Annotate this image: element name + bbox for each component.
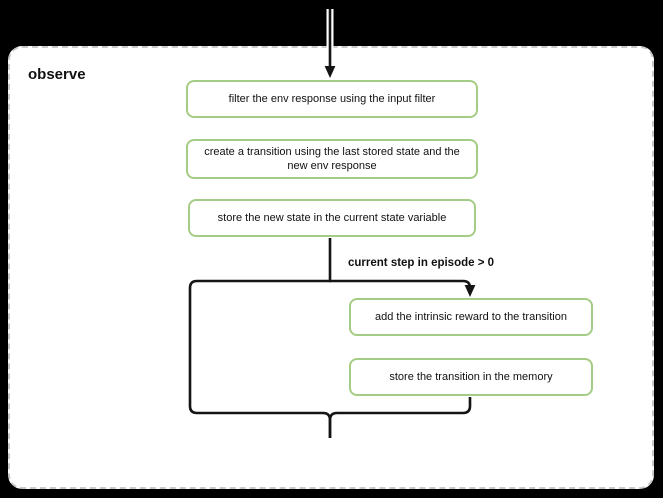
flow-node-filter-env-response: filter the env response using the input … — [186, 80, 478, 118]
flow-node-add-intrinsic-reward: add the intrinsic reward to the transiti… — [349, 298, 593, 336]
flow-node-label: store the transition in the memory — [389, 370, 553, 383]
branch-condition-label: current step in episode > 0 — [348, 257, 495, 269]
flow-node-label: store the new state in the current state… — [217, 211, 447, 224]
flow-node-label: add the intrinsic reward to the transiti… — [375, 310, 567, 323]
flow-node-label: create a transition using the last store… — [204, 145, 460, 172]
flow-node-create-transition: create a transition using the last store… — [186, 139, 478, 179]
flow-node-store-transition: store the transition in the memory — [349, 358, 593, 396]
diagram-title: observe — [28, 66, 86, 83]
flow-node-store-new-state: store the new state in the current state… — [188, 199, 476, 237]
flow-node-label: filter the env response using the input … — [228, 92, 436, 105]
